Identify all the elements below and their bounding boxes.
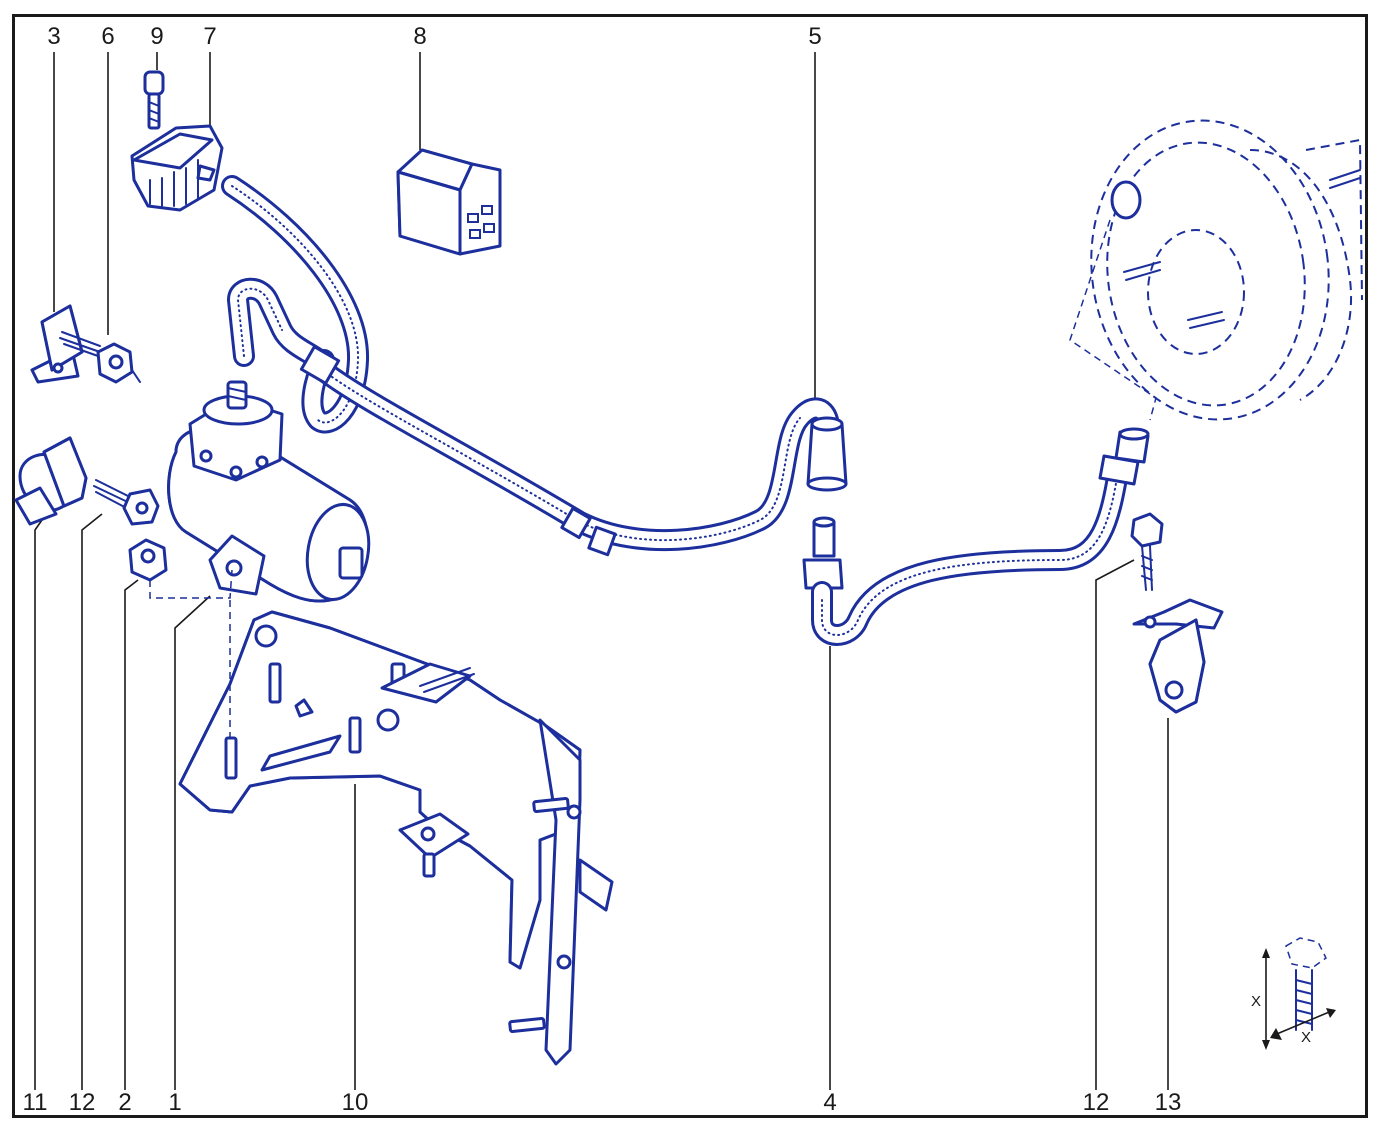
part-13-clip-bracket [1132,598,1224,714]
callouts-top: 3 6 9 7 8 5 [47,23,821,50]
callout-9: 9 [150,23,163,50]
callout-3: 3 [47,23,60,50]
callout-12-right: 12 [1083,1089,1110,1116]
part-6-nut [96,342,141,384]
part-12-screw-left [93,479,160,526]
callout-5: 5 [808,23,821,50]
part-3-bracket [30,304,101,384]
callout-4: 4 [823,1089,836,1116]
part-9-bolt [143,70,165,130]
callout-11: 11 [23,1089,48,1116]
leader-lines [34,52,1169,1090]
part-2-nut [128,538,233,599]
callout-7: 7 [203,23,216,50]
part-7-connector [130,124,224,212]
torque-symbol: X X [1251,937,1336,1050]
callout-8: 8 [413,23,426,50]
callouts-bottom: 11 12 2 1 10 4 12 13 [23,1089,1182,1116]
brake-booster-reference [1069,119,1363,421]
part-10-bracket [178,600,614,1066]
part-11-clip [14,436,88,526]
callout-6: 6 [101,23,114,50]
callout-1: 1 [168,1089,181,1116]
part-12-screw-right [1130,512,1164,591]
torque-label-vertical: X [1251,993,1261,1010]
callout-10: 10 [342,1089,369,1116]
vacuum-hose-assembly [221,175,1150,646]
callout-12-left: 12 [69,1089,96,1116]
part-1-vacuum-pump [167,380,371,603]
callout-13: 13 [1155,1089,1182,1116]
torque-label-horizontal: X [1301,1029,1311,1046]
part-8-relay [396,148,502,256]
callout-2: 2 [118,1089,131,1116]
